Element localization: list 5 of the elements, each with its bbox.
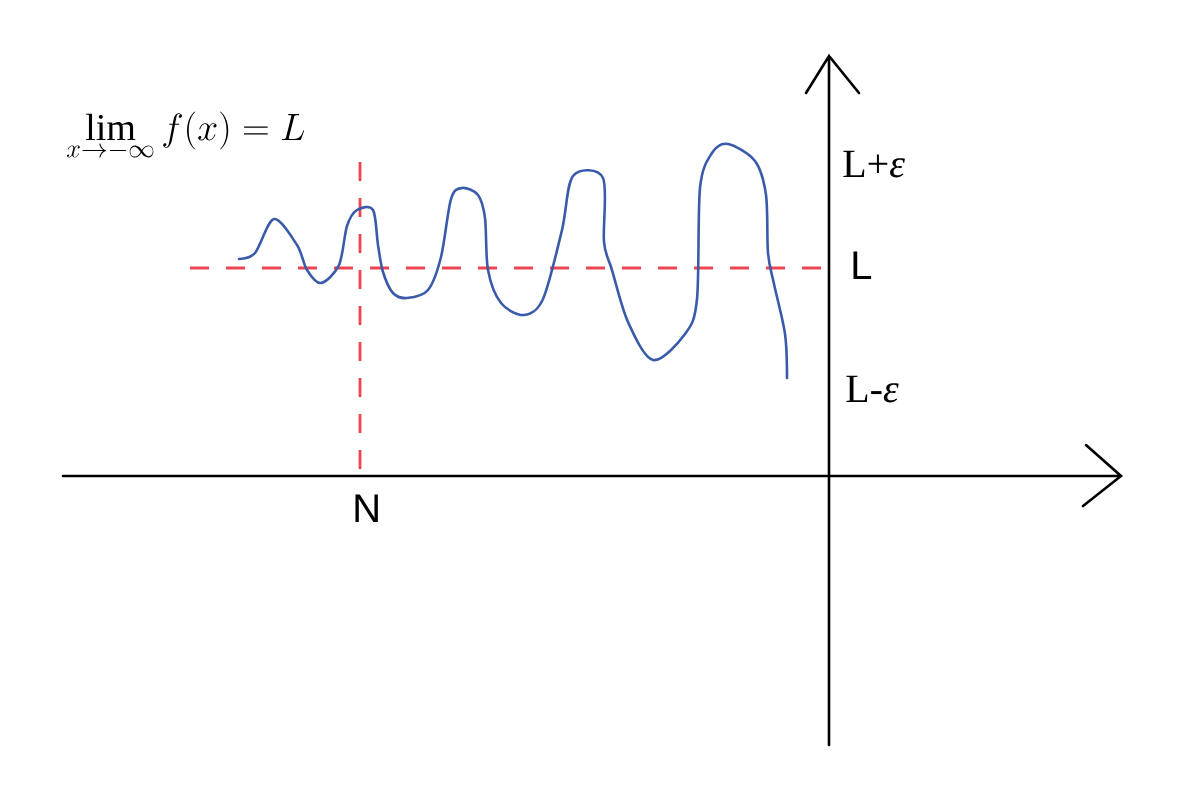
limit-formula: $\lim_{x\to -\infty} f(x)=L$ (66, 111, 305, 158)
y-axis-label: L+ε (843, 150, 905, 178)
y-axis-label: L-ε (846, 375, 899, 403)
y-axis-label: L (853, 251, 872, 279)
x-axis-label: N (355, 494, 378, 522)
